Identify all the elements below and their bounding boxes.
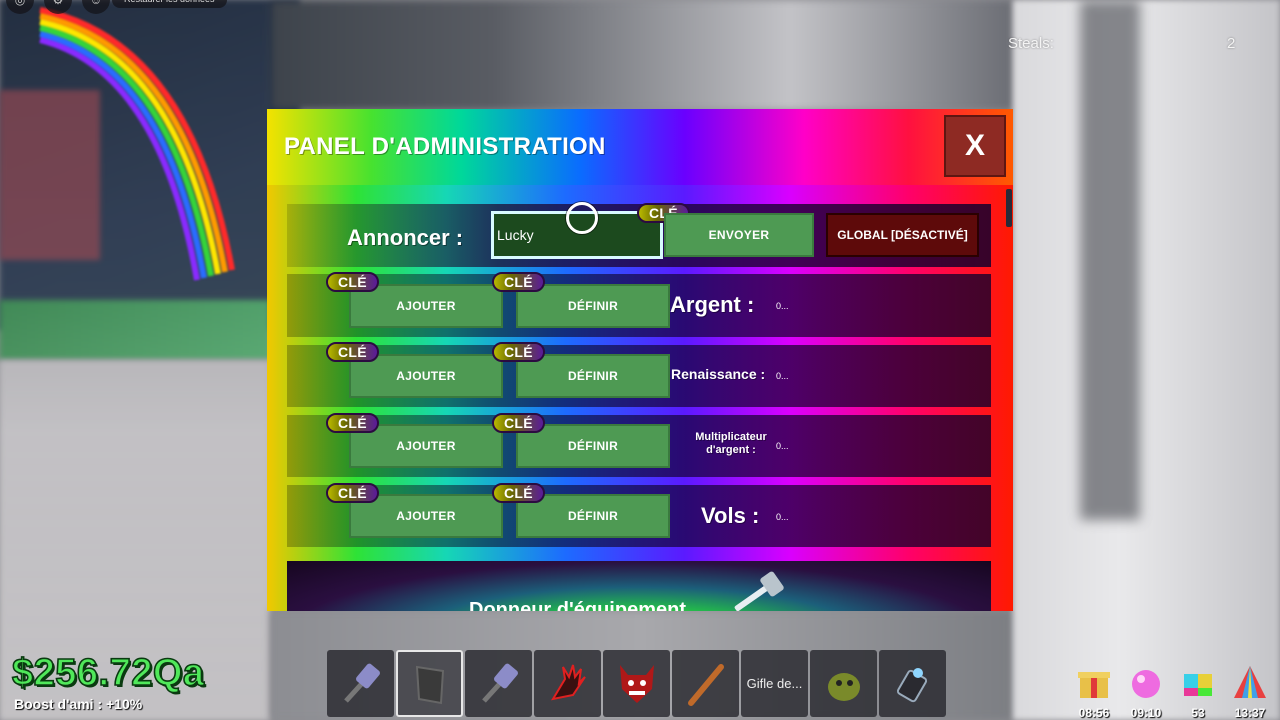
steals-stat-label: Vols : (701, 503, 760, 528)
announce-label: Annoncer : (347, 225, 464, 250)
top-wall (270, 0, 1013, 110)
orb-timer-value: 09:10 (1130, 706, 1162, 720)
close-button[interactable]: X (944, 115, 1006, 177)
rainbow-tent-icon (1234, 666, 1266, 698)
admin-panel: PANEL D'ADMINISTRATION X Annoncer : CLÉ … (267, 109, 1013, 611)
gift-icon (1078, 672, 1110, 698)
panel-header (267, 109, 1013, 185)
hotbar-slot-7[interactable]: Gifle de... (741, 650, 808, 717)
steals-label: Steals: (1008, 35, 1054, 52)
hotbar-slot-1[interactable] (327, 650, 394, 717)
key-badge: CLÉ (492, 483, 545, 503)
add-multiplier-button[interactable]: AJOUTER (349, 424, 503, 468)
hotbar-slot-3[interactable] (465, 650, 532, 717)
rebirth-stat-value: 0... (776, 371, 789, 381)
shield-icon (415, 665, 444, 704)
hotbar-slot-9[interactable] (879, 650, 946, 717)
building (0, 90, 100, 260)
money-stat-value: 0... (776, 301, 789, 311)
key-badge: CLÉ (326, 483, 379, 503)
hammer-icon (481, 663, 518, 703)
multiplier-stat-value: 0... (776, 441, 789, 451)
demon-mask-icon (619, 664, 654, 703)
equipment-donor-title: Donneur d'équipement (469, 599, 686, 611)
settings-icon[interactable]: ⚙ (44, 0, 72, 14)
key-badge: CLÉ (326, 413, 379, 433)
red-glove-icon (550, 664, 586, 700)
gift-timer-value: 08:56 (1078, 706, 1110, 720)
hammer-icon (343, 663, 380, 703)
equipment-donor-banner[interactable] (287, 561, 991, 611)
right-wall (1013, 0, 1280, 720)
puzzle-icon (1184, 674, 1212, 696)
bat-icon (687, 663, 724, 706)
hammer-icon (734, 571, 784, 611)
global-toggle-button[interactable]: GLOBAL [DÉSACTIVÉ] (826, 213, 979, 257)
add-money-button[interactable]: AJOUTER (349, 284, 503, 328)
money-stat-label: Argent : (670, 292, 755, 317)
orb-timer[interactable]: 09:10 (1126, 662, 1166, 720)
event-timer-value: 13:37 (1234, 706, 1266, 720)
left-wall (0, 0, 270, 720)
puzzle-counter[interactable]: 53 (1178, 662, 1218, 720)
key-badge: CLÉ (492, 272, 545, 292)
friend-boost-label: Boost d'ami : +10% (14, 696, 143, 712)
hotbar-slot-6[interactable] (672, 650, 739, 717)
steals-value: 2 (1227, 35, 1236, 52)
floor (0, 360, 270, 720)
set-rebirth-button[interactable]: DÉFINIR (516, 354, 670, 398)
gift-timer[interactable]: 08:56 (1074, 662, 1114, 720)
hotbar-slot-2[interactable] (396, 650, 463, 717)
hotbar: Gifle de... (327, 650, 946, 717)
hotbar-slot-8[interactable] (810, 650, 877, 717)
panel-title: PANEL D'ADMINISTRATION (284, 133, 606, 160)
pink-orb-icon (1132, 670, 1160, 698)
add-rebirth-button[interactable]: AJOUTER (349, 354, 503, 398)
set-steals-button[interactable]: DÉFINIR (516, 494, 670, 538)
key-badge: CLÉ (492, 413, 545, 433)
money-display: $256.72Qa (11, 651, 205, 695)
event-timer[interactable]: 13:37 (1230, 662, 1270, 720)
rainbow (39, 7, 235, 281)
menu-icon[interactable]: ◎ (6, 0, 34, 14)
green-creature-icon (827, 672, 860, 701)
restore-data-button[interactable]: Restaurer les données (112, 0, 227, 8)
hotbar-slot-label: Gifle de... (746, 676, 803, 691)
key-badge: CLÉ (326, 272, 379, 292)
add-steals-button[interactable]: AJOUTER (349, 494, 503, 538)
rebirth-stat-label: Renaissance : (671, 366, 766, 382)
topbar-icons: ◎ ⚙ ☺ (6, 0, 110, 14)
mouse-cursor-icon (566, 202, 598, 234)
steals-stat-value: 0... (776, 512, 789, 522)
key-badge: CLÉ (492, 342, 545, 362)
grass (0, 300, 270, 360)
gadget-icon (896, 667, 927, 702)
hotbar-slot-5[interactable] (603, 650, 670, 717)
send-button[interactable]: ENVOYER (664, 213, 814, 257)
panel-scrollbar[interactable] (1006, 189, 1012, 227)
emote-icon[interactable]: ☺ (82, 0, 110, 14)
set-multiplier-button[interactable]: DÉFINIR (516, 424, 670, 468)
set-money-button[interactable]: DÉFINIR (516, 284, 670, 328)
hud-timers: 08:56 09:10 53 13:37 (1074, 662, 1270, 720)
announce-input[interactable] (491, 211, 663, 259)
key-badge: CLÉ (326, 342, 379, 362)
multiplier-stat-label: Multiplicateur d'argent : (695, 431, 767, 456)
right-shadow (1080, 0, 1140, 520)
hotbar-slot-4[interactable] (534, 650, 601, 717)
puzzle-counter-value: 53 (1191, 706, 1205, 720)
